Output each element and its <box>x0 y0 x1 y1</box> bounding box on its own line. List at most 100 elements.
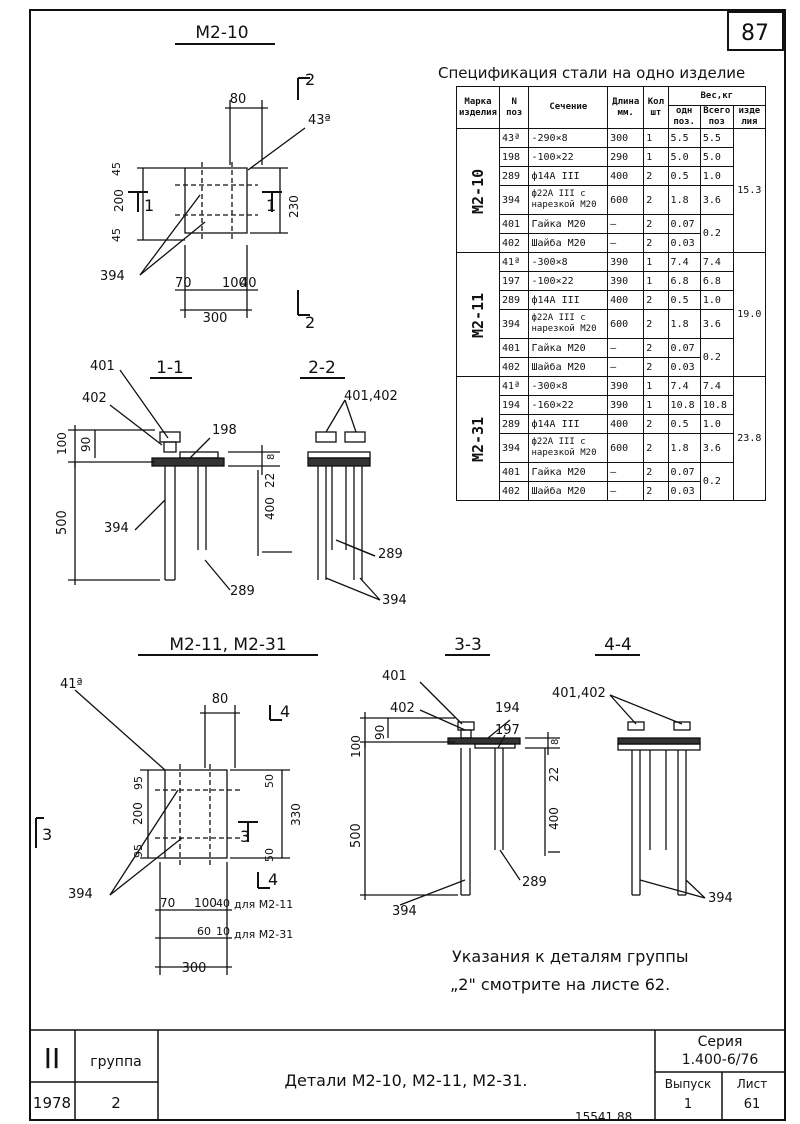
title-block-title: Детали M2-10, M2-11, M2-31. <box>285 1071 528 1090</box>
spec-header-item: изде лия <box>732 105 767 129</box>
label-194: 194 <box>495 701 520 716</box>
dim-200b: 200 <box>131 802 145 825</box>
section-1-1 <box>68 369 292 591</box>
label-197: 197 <box>495 723 520 738</box>
spec-cell-pos: 289 <box>498 166 530 186</box>
spec-cell-all: 10.8 <box>699 395 734 415</box>
page-number-box <box>727 11 784 51</box>
spec-cell-qty: 2 <box>643 185 669 215</box>
spec-cell-length: 390 <box>607 376 645 396</box>
section-4-4 <box>595 654 706 899</box>
cut-2-bottom: 2 <box>305 313 315 332</box>
spec-cell-section: -100×22 <box>528 271 609 291</box>
spec-cell-all: 1.0 <box>699 290 734 310</box>
spec-cell-qty: 2 <box>643 338 669 358</box>
spec-cell-length: 600 <box>607 309 645 339</box>
dim-400b: 400 <box>547 807 561 830</box>
label-394e: 394 <box>392 904 417 919</box>
spec-cell-pos: 197 <box>498 271 530 291</box>
spec-cell-all: 3.6 <box>699 309 734 339</box>
spec-cell-one: 6.8 <box>667 271 701 291</box>
title-block <box>30 1029 785 1120</box>
plan-m2-11-m2-31 <box>35 654 318 975</box>
spec-cell-length: 400 <box>607 290 645 310</box>
spec-cell-pos: 394 <box>498 185 530 215</box>
dim-45a: 45 <box>110 162 123 176</box>
for-m2-11: для M2-11 <box>234 898 293 911</box>
label-289c: 289 <box>522 875 547 890</box>
spec-cell-section: Гайка M20 <box>528 338 609 358</box>
spec-cell-one: 5.0 <box>667 147 701 167</box>
spec-cell-one: 7.4 <box>667 252 701 272</box>
spec-cell-length: 390 <box>607 395 645 415</box>
spec-header-length: Длина мм. <box>607 86 645 129</box>
dim-100d: 100 <box>349 735 363 758</box>
spec-cell-pos: 401 <box>498 338 530 358</box>
label-402b: 402 <box>390 701 415 716</box>
spec-cell-length: — <box>607 214 645 234</box>
spec-cell-qty: 2 <box>643 357 669 377</box>
dim-500a: 500 <box>55 510 70 535</box>
spec-cell-section: ф14А III <box>528 290 609 310</box>
spec-group-total: 15.3 <box>732 128 767 253</box>
label-401-402a: 401,402 <box>344 389 398 404</box>
page-number: 87 <box>741 21 769 46</box>
dim-80: 80 <box>230 92 247 107</box>
spec-cell-one: 0.03 <box>667 357 701 377</box>
dim-100c: 100 <box>194 896 217 910</box>
dim-22b: 22 <box>547 767 561 782</box>
spec-cell-length: 400 <box>607 414 645 434</box>
spec-cell-qty: 2 <box>643 462 669 482</box>
spec-cell-all: 0.2 <box>699 462 734 501</box>
cut-3-right: 3 <box>240 827 250 846</box>
dim-8a: 8 <box>266 454 277 460</box>
spec-cell-section: ф14А III <box>528 166 609 186</box>
spec-cell-pos: 43ª <box>498 128 530 148</box>
label-41a: 41ª <box>60 677 83 692</box>
spec-cell-length: 390 <box>607 252 645 272</box>
spec-cell-length: — <box>607 481 645 501</box>
spec-cell-all: 0.2 <box>699 338 734 377</box>
spec-cell-length: 600 <box>607 185 645 215</box>
dim-80b: 80 <box>212 692 229 707</box>
label-394a: 394 <box>100 269 125 284</box>
note-line-1: Указания к деталям группы <box>452 947 688 966</box>
title-block-series: 1.400-6/76 <box>682 1052 759 1068</box>
dim-100b: 100 <box>55 432 69 455</box>
spec-cell-section: Шайба M20 <box>528 357 609 377</box>
dim-90b: 90 <box>373 725 387 740</box>
for-m2-31: для M2-31 <box>234 928 293 941</box>
label-401b: 401 <box>382 669 407 684</box>
spec-cell-all: 7.4 <box>699 376 734 396</box>
spec-cell-one: 0.03 <box>667 481 701 501</box>
spec-cell-pos: 194 <box>498 395 530 415</box>
spec-cell-one: 7.4 <box>667 376 701 396</box>
label-394c: 394 <box>382 593 407 608</box>
spec-cell-length: 390 <box>607 271 645 291</box>
spec-cell-pos: 401 <box>498 462 530 482</box>
cut-4-top: 4 <box>280 702 290 721</box>
cut-1-left: 1 <box>144 196 154 215</box>
spec-cell-all: 5.0 <box>699 147 734 167</box>
spec-cell-all: 1.0 <box>699 166 734 186</box>
dim-40b: 40 <box>216 897 230 910</box>
dim-330: 330 <box>289 803 303 826</box>
spec-cell-qty: 2 <box>643 433 669 463</box>
spec-header-pos: N поз <box>498 86 530 129</box>
spec-header-qty: Кол шт <box>643 86 669 129</box>
dim-60: 60 <box>197 925 211 938</box>
label-402a: 402 <box>82 391 107 406</box>
spec-cell-one: 1.8 <box>667 185 701 215</box>
spec-cell-one: 10.8 <box>667 395 701 415</box>
spec-cell-one: 1.8 <box>667 433 701 463</box>
spec-table: Марка изделия N поз Сечение Длина мм. Ко… <box>456 86 767 501</box>
